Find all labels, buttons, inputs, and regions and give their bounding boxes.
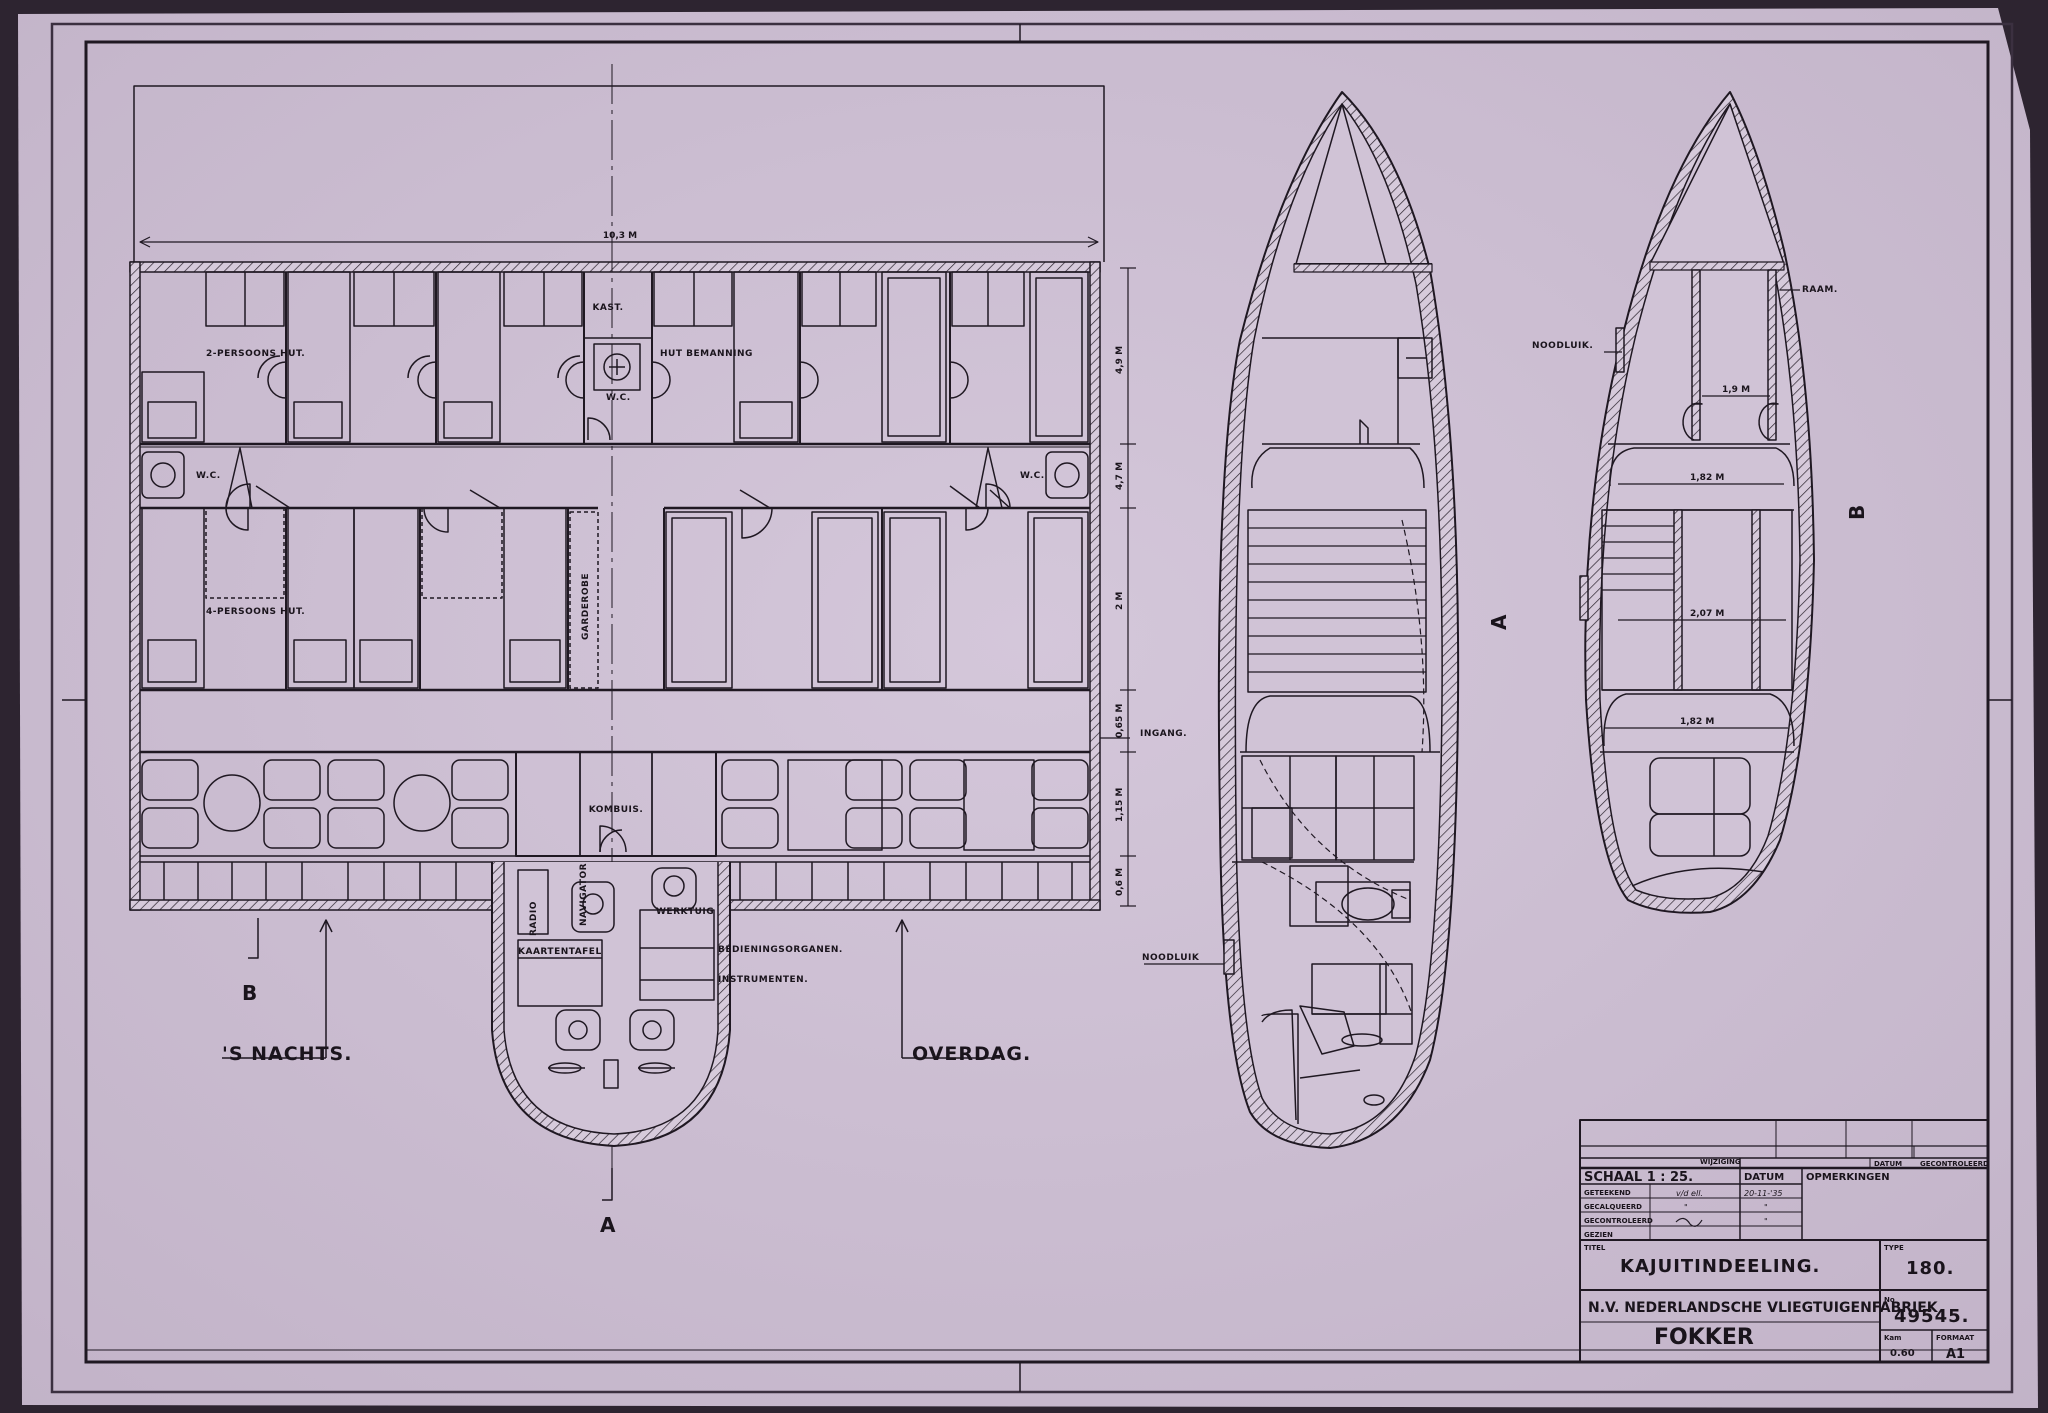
room-label-navigator: NAVIGATOR (579, 863, 589, 926)
callout-ingang: INGANG. (1140, 729, 1187, 739)
room-label-kast: KAST. (592, 303, 623, 313)
room-label-garderobe: GARDEROBE (581, 573, 591, 640)
tb-row-sign-2: " (1684, 1203, 1688, 1212)
tb-titel-label: TITEL (1584, 1244, 1606, 1252)
room-label-kaartentafel: KAARTENTAFEL (518, 947, 602, 957)
tb-row-date-1: 20-11-'35 (1744, 1189, 1783, 1198)
tb-number: 49545. (1894, 1306, 1969, 1327)
tb-schaal: SCHAAL 1 : 25. (1584, 1170, 1693, 1185)
side-dim-1: 4,9 M (1115, 346, 1125, 374)
plan-view (129, 64, 1136, 1201)
section-a-noodluik: NOODLUIK (1142, 953, 1200, 963)
section-marker-a: A (600, 1213, 616, 1237)
tb-kam: 0.60 (1890, 1348, 1915, 1359)
tb-no-label: No (1884, 1296, 1895, 1304)
section-b-noodluik: NOODLUIK. (1532, 341, 1593, 351)
tb-brand: FOKKER (1654, 1325, 1754, 1350)
room-label-radio: RADIO (529, 901, 539, 936)
tb-row-sign-1: v/d ell. (1676, 1189, 1703, 1198)
section-marker-b: B (242, 981, 257, 1005)
room-label-4-persoons-hut: 4-PERSOONS HUT. (206, 607, 305, 617)
callout-instrumenten: INSTRUMENTEN. (718, 975, 808, 985)
tb-row-label-2: GECALQUEERD (1584, 1203, 1642, 1211)
side-dim-3: 2 M (1115, 592, 1125, 610)
tb-wijziging: WIJZIGING (1700, 1158, 1741, 1166)
side-dim-6: 0,6 M (1115, 868, 1125, 896)
section-b-dim-1: 1,9 M (1722, 385, 1750, 395)
room-label-2-persoons-hut: 2-PERSOONS HUT. (206, 349, 305, 359)
label-overdag: OVERDAG. (912, 1043, 1031, 1065)
tb-opmerkingen: OPMERKINGEN (1806, 1172, 1890, 1183)
tb-row-date-2: " (1764, 1203, 1768, 1212)
tb-type: 180. (1906, 1258, 1954, 1279)
callout-bedieningsorganen: BEDIENINGSORGANEN. (718, 945, 843, 955)
tb-row-label-4: GEZIEN (1584, 1231, 1613, 1239)
tb-signature-mark (1675, 1217, 1703, 1227)
section-b-letter: B (1845, 505, 1869, 520)
room-label-werktuig: WERKTUIG (656, 907, 714, 917)
side-dim-4: 0,65 M (1115, 704, 1125, 738)
section-b-dim-3: 2,07 M (1690, 609, 1724, 619)
tb-row-date-3: " (1764, 1217, 1768, 1226)
inner-border (84, 40, 1990, 1364)
tb-datum: DATUM (1744, 1172, 1784, 1183)
outer-border (50, 22, 2014, 1394)
room-label-wc-left: W.C. (196, 471, 221, 481)
title-block (1579, 1119, 1989, 1363)
side-dim-5: 1,15 M (1115, 788, 1125, 822)
section-b-dim-2: 1,82 M (1690, 473, 1724, 483)
room-label-wc-right: W.C. (1020, 471, 1045, 481)
tb-type-label: TYPE (1884, 1244, 1904, 1252)
label-snachts: 'S NACHTS. (222, 1043, 352, 1065)
tb-formaat: A1 (1946, 1347, 1965, 1362)
section-b-view (1579, 91, 1815, 914)
length-dimension: 10,3 M (603, 231, 637, 241)
room-label-kombuis: KOMBUIS. (589, 805, 644, 815)
tb-kam-label: Kam (1884, 1334, 1901, 1342)
tb-datum-header: DATUM (1874, 1160, 1902, 1168)
section-b-dim-4: 1,82 M (1680, 717, 1714, 727)
side-dim-2: 4,7 M (1115, 462, 1125, 490)
tb-formaat-label: FORMAAT (1936, 1334, 1974, 1342)
room-label-hut-bemanning: HUT BEMANNING (660, 349, 753, 359)
tb-gecontroleerd-header: GECONTROLEERD (1920, 1160, 1989, 1168)
room-label-wc-crew: W.C. (606, 393, 631, 403)
tb-row-label-1: GETEEKEND (1584, 1189, 1631, 1197)
section-a-letter: A (1487, 614, 1511, 630)
tb-company: N.V. NEDERLANDSCHE VLIEGTUIGENFABRIEK (1588, 1300, 1939, 1316)
section-a-view (1144, 91, 1460, 1149)
section-b-raam: RAAM. (1802, 285, 1838, 295)
tb-row-label-3: GECONTROLEERD (1584, 1217, 1653, 1225)
tb-titel: KAJUITINDEELING. (1620, 1256, 1820, 1277)
